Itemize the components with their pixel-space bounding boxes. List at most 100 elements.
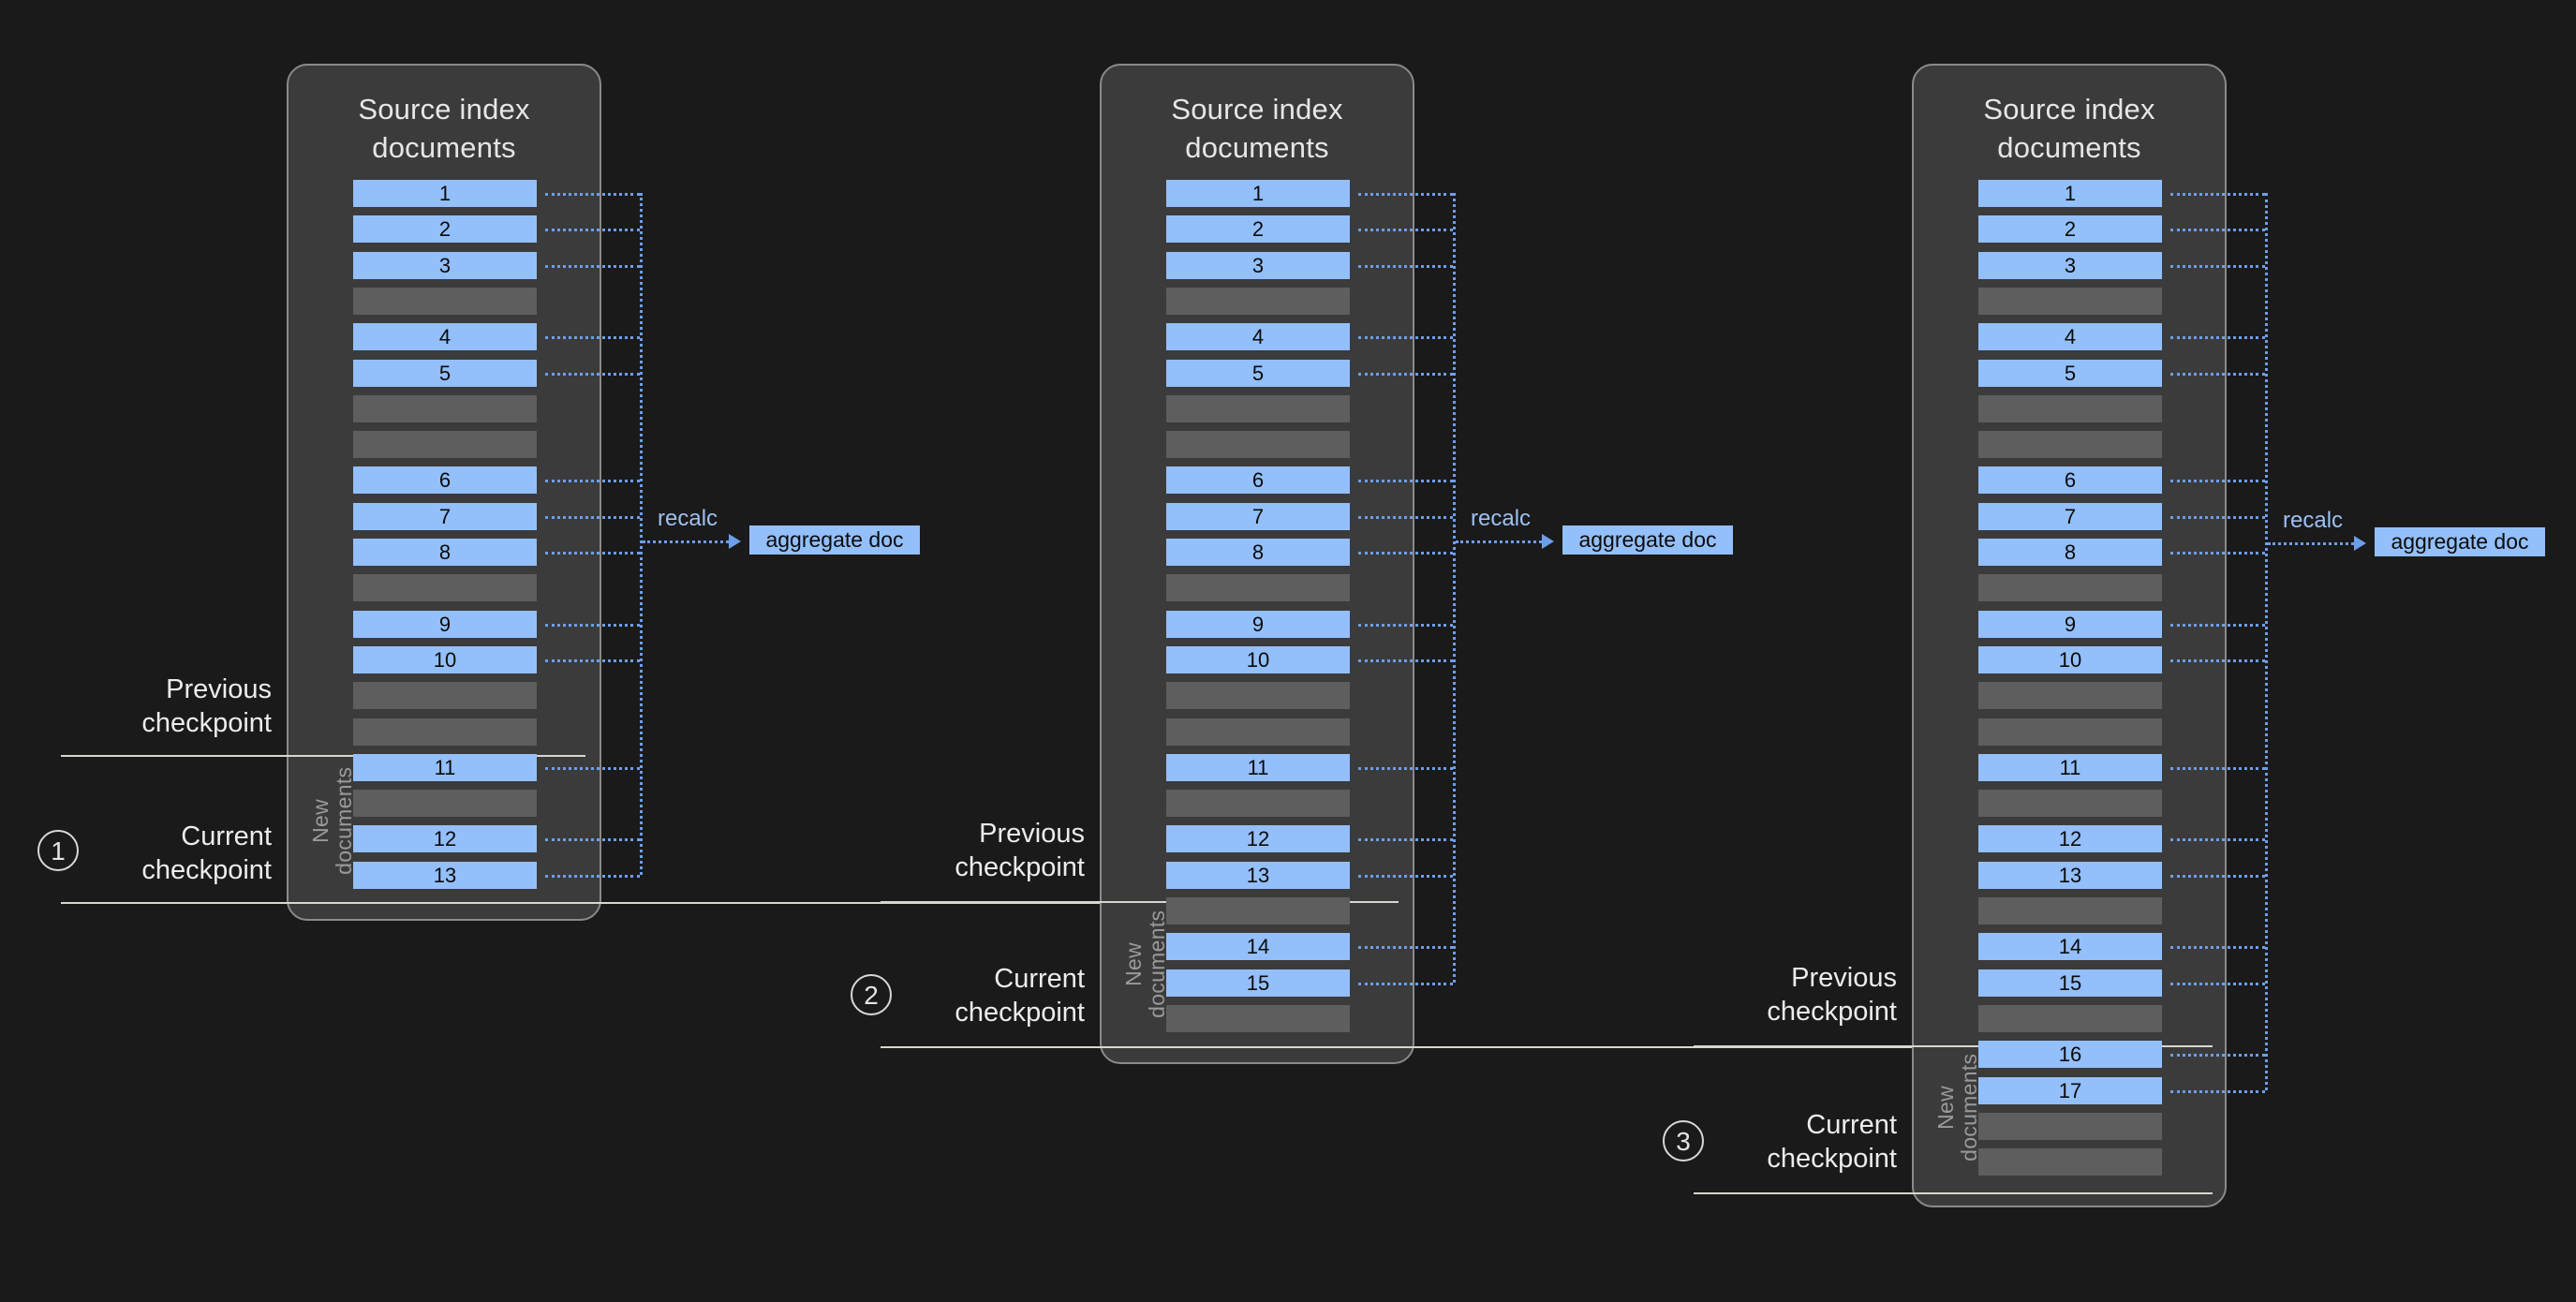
recalc-arrow-head — [2354, 536, 2366, 551]
connector-line — [1358, 767, 1453, 770]
connector-line — [1358, 983, 1453, 985]
connector-line — [2170, 516, 2265, 519]
empty-slot-row — [1166, 718, 1350, 746]
document-row: 12 — [353, 825, 537, 853]
empty-slot-row — [353, 718, 537, 746]
connector-line — [1358, 336, 1453, 339]
document-row: 2 — [1166, 215, 1350, 244]
document-row: 14 — [1978, 933, 2162, 961]
connector-line — [2170, 983, 2265, 985]
recalc-arrow-head — [729, 534, 741, 549]
connector-line — [1358, 516, 1453, 519]
connector-line — [1358, 229, 1453, 231]
connector-line — [2170, 946, 2265, 949]
aggregate-doc-box: aggregate doc — [1562, 525, 1733, 555]
document-row: 1 — [1166, 180, 1350, 207]
document-row: 2 — [1978, 215, 2162, 244]
current-checkpoint-line — [61, 902, 1400, 904]
connector-line — [1358, 624, 1453, 627]
connector-line — [2170, 659, 2265, 662]
document-row: 13 — [353, 861, 537, 889]
connector-line — [2170, 1090, 2265, 1093]
document-row: 15 — [1166, 969, 1350, 997]
document-row: 5 — [1978, 359, 2162, 387]
connector-line — [545, 193, 640, 196]
document-row: 3 — [353, 251, 537, 279]
connector-line — [1358, 373, 1453, 376]
document-row: 11 — [1166, 753, 1350, 781]
document-row: 3 — [1978, 251, 2162, 279]
previous-checkpoint-line — [1694, 1045, 2213, 1047]
empty-slot-row — [1978, 431, 2162, 459]
connector-line — [545, 552, 640, 555]
recalc-arrow-line — [643, 540, 729, 543]
connector-line — [2170, 193, 2265, 196]
empty-slot-row — [353, 394, 537, 422]
empty-slot-row — [1978, 682, 2162, 710]
empty-slot-row — [353, 790, 537, 818]
empty-slot-row — [1978, 287, 2162, 315]
empty-slot-row — [353, 287, 537, 315]
document-row: 6 — [1166, 466, 1350, 495]
new-documents-label: New documents — [308, 766, 356, 875]
connector-line — [545, 659, 640, 662]
connector-line — [1358, 659, 1453, 662]
connector-bus — [2265, 193, 2268, 1090]
connector-line — [545, 624, 640, 627]
empty-slot-row — [1166, 431, 1350, 459]
empty-slot-row — [353, 431, 537, 459]
step-number-badge-3: 3 — [1663, 1120, 1704, 1161]
empty-slot-row — [1978, 897, 2162, 925]
document-row: 12 — [1166, 825, 1350, 853]
connector-line — [1358, 265, 1453, 268]
document-row: 6 — [1978, 466, 2162, 495]
document-row: 9 — [1978, 610, 2162, 638]
recalc-arrow-head — [1542, 534, 1554, 549]
connector-line — [545, 767, 640, 770]
connector-line — [1358, 480, 1453, 482]
document-row: 1 — [353, 180, 537, 207]
document-row: 11 — [1978, 753, 2162, 781]
connector-line — [2170, 1054, 2265, 1057]
document-row: 4 — [1978, 323, 2162, 351]
empty-slot-row — [1166, 682, 1350, 710]
empty-slot-row — [1978, 1004, 2162, 1032]
connector-line — [545, 516, 640, 519]
connector-line — [545, 336, 640, 339]
current-checkpoint-label: Current checkpoint — [1767, 1110, 1897, 1174]
connector-line — [1358, 838, 1453, 841]
connector-line — [545, 838, 640, 841]
previous-checkpoint-label: Previous checkpoint — [955, 819, 1085, 882]
empty-slot-row — [1166, 287, 1350, 315]
connector-line — [545, 875, 640, 878]
document-row: 13 — [1166, 861, 1350, 889]
document-row: 12 — [1978, 825, 2162, 853]
connector-line — [2170, 767, 2265, 770]
empty-slot-row — [1166, 394, 1350, 422]
document-row: 15 — [1978, 969, 2162, 997]
empty-slot-row — [353, 682, 537, 710]
empty-slot-row — [1978, 1112, 2162, 1140]
step-number-badge-1: 1 — [37, 830, 79, 871]
document-row: 7 — [353, 502, 537, 530]
current-checkpoint-line — [1694, 1192, 2213, 1194]
connector-line — [1358, 193, 1453, 196]
connector-line — [2170, 265, 2265, 268]
empty-slot-row — [1166, 1004, 1350, 1032]
empty-slot-row — [353, 574, 537, 602]
connector-line — [1358, 946, 1453, 949]
document-row: 5 — [353, 359, 537, 387]
connector-line — [2170, 838, 2265, 841]
previous-checkpoint-label: Previous checkpoint — [1767, 963, 1897, 1027]
connector-bus — [640, 193, 643, 875]
connector-line — [1358, 552, 1453, 555]
document-row: 14 — [1166, 933, 1350, 961]
empty-slot-row — [1978, 394, 2162, 422]
connector-line — [2170, 875, 2265, 878]
connector-line — [2170, 480, 2265, 482]
current-checkpoint-label: Current checkpoint — [141, 821, 272, 885]
aggregate-doc-box: aggregate doc — [749, 525, 920, 555]
document-row: 7 — [1166, 502, 1350, 530]
document-row: 8 — [353, 539, 537, 566]
